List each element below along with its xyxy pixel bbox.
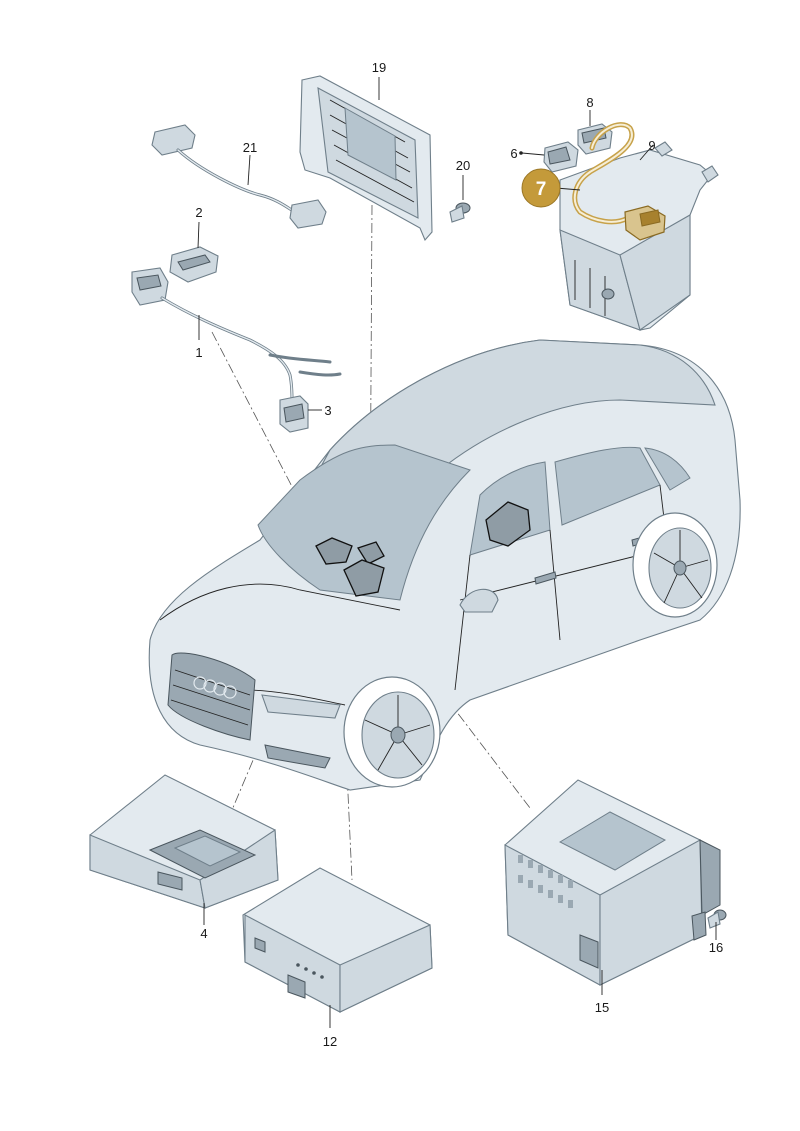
callout-labels: 19 21 20 2 1 3 8 9 6 7 4 12 15 16 [195, 60, 723, 1049]
part-20-screw [449, 175, 471, 223]
part-9-mounting-bracket [559, 141, 719, 331]
part-2-connector [169, 221, 219, 283]
part-15-radio-unit [504, 779, 721, 995]
front-wheel [343, 676, 441, 788]
callout-7-badge: 7 [521, 168, 561, 208]
callout-2: 2 [195, 205, 202, 220]
callout-21: 21 [243, 140, 257, 155]
callout-4: 4 [200, 926, 207, 941]
part-12-unit [242, 867, 433, 1028]
mount-zone-dashboard-right [357, 541, 385, 565]
callout-12: 12 [323, 1034, 337, 1049]
callout-16: 16 [709, 940, 723, 955]
part-16-screw [707, 909, 727, 940]
part-6-plug [519, 141, 579, 173]
mount-zone-b-pillar [485, 501, 531, 547]
part-4-unit [89, 774, 279, 925]
part-3-socket [279, 395, 322, 433]
callout-19: 19 [372, 60, 386, 75]
part-1-wiring-harness [131, 267, 342, 402]
callout-8: 8 [586, 95, 593, 110]
mount-zone-center-console [343, 559, 385, 597]
mount-zone-dashboard-left [315, 537, 353, 565]
car-vehicle-outline [148, 339, 741, 791]
callout-1: 1 [195, 345, 202, 360]
callout-6: 6 [510, 146, 517, 161]
svg-text:7: 7 [536, 179, 547, 200]
callout-20: 20 [456, 158, 470, 173]
callout-9: 9 [648, 138, 655, 153]
part-19-control-unit [299, 75, 433, 242]
callout-15: 15 [595, 1000, 609, 1015]
rear-wheel [632, 512, 718, 618]
part-7-highlighted-wire [555, 122, 666, 241]
part-21-cable [151, 124, 327, 229]
callout-3: 3 [324, 403, 331, 418]
